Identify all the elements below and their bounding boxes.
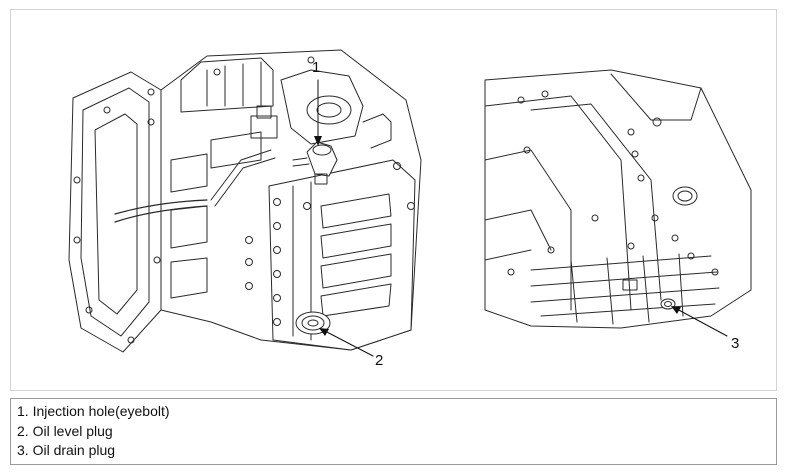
callout-2: 2 [319, 328, 383, 369]
callout-2-number: 2 [375, 352, 383, 369]
right-view-case-bottom [484, 69, 752, 329]
legend-box: 1. Injection hole(eyebolt) 2. Oil level … [10, 398, 777, 465]
callout-1-number: 1 [312, 59, 320, 76]
callout-3-number: 3 [731, 335, 739, 352]
case-bottom-outline [484, 69, 752, 329]
legend-item-oil-drain-plug: 3. Oil drain plug [17, 442, 116, 458]
left-view-transaxle [68, 49, 422, 353]
diagram-frame: 1 2 [10, 9, 777, 391]
callout-3: 3 [671, 306, 739, 352]
oil-pan-grid [530, 253, 720, 325]
callout-1: 1 [312, 59, 322, 146]
transaxle-diagram: 1 2 [68, 49, 752, 369]
bell-bolts [73, 106, 161, 344]
side-case-bolts [147, 56, 415, 326]
case-ribs [170, 131, 392, 317]
legend-item-oil-level-plug: 2. Oil level plug [17, 422, 113, 439]
legend-item-injection-hole: 1. Injection hole(eyebolt) [17, 403, 170, 419]
case-bottom-bolts [507, 90, 719, 276]
bell-housing [68, 71, 162, 353]
